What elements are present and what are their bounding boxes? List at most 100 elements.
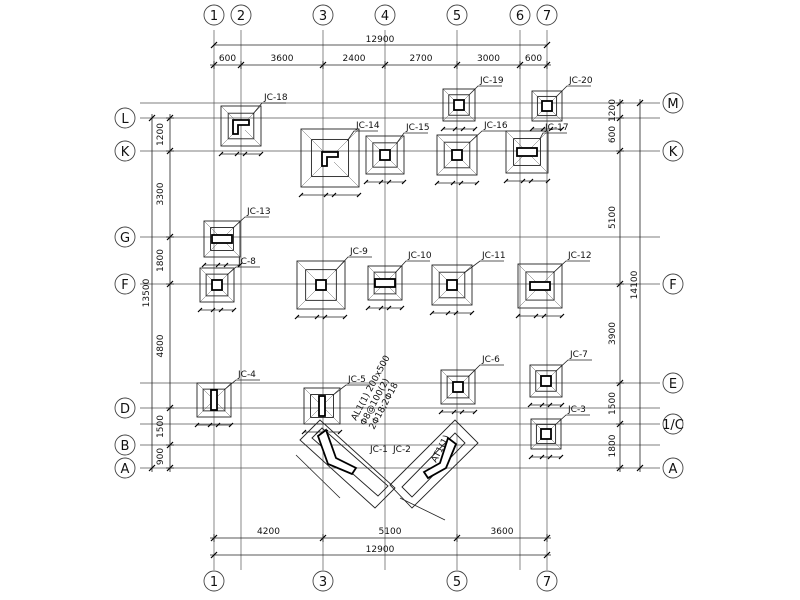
footing-dim-tick bbox=[451, 409, 457, 415]
footing-slope-line bbox=[203, 220, 219, 236]
footing-label: JC-8 bbox=[237, 257, 256, 267]
footing-dim-tick bbox=[401, 179, 407, 185]
footing-slope-line bbox=[388, 286, 403, 301]
axis-bubble-left-L-circle bbox=[114, 107, 136, 129]
footing-dim-tick bbox=[540, 126, 546, 132]
footing-dim-tick bbox=[539, 454, 545, 460]
axis-bubble-top-2: 2 bbox=[230, 4, 252, 26]
footing-dim-tick bbox=[528, 178, 534, 184]
axis-bubble-left-D-label: D bbox=[120, 402, 130, 417]
axis-bubble-top-3: 3 bbox=[312, 4, 334, 26]
dim-right-span-label: 5100 bbox=[608, 206, 618, 229]
axis-bubble-right-1-C-label: 1/C bbox=[662, 418, 684, 433]
column-rect-horizontal bbox=[529, 281, 551, 291]
dim-left-span-label: 1500 bbox=[156, 415, 166, 438]
axis-bubble-right-M-circle bbox=[662, 92, 684, 114]
footing-slope-line bbox=[455, 288, 473, 306]
axis-bubble-right-E-label: E bbox=[669, 377, 677, 392]
axis-bubble-left-F-circle bbox=[114, 273, 136, 295]
column-l-shape bbox=[321, 151, 339, 167]
column-rect-horizontal bbox=[211, 234, 233, 244]
dim-left-total-label: 13500 bbox=[142, 278, 152, 307]
axis-bubble-right-E-circle bbox=[662, 372, 684, 394]
footing-leader bbox=[552, 260, 590, 274]
footing-dim-tick bbox=[539, 402, 545, 408]
dim-bottom-span-label: 4200 bbox=[257, 527, 280, 537]
footing-slope-line bbox=[303, 387, 319, 403]
stair-dim-right bbox=[399, 497, 446, 521]
footing-jc-13: JC-13 bbox=[201, 207, 271, 268]
footing-leader bbox=[554, 414, 590, 426]
column-square bbox=[540, 375, 552, 387]
footing-jc-2: JC-2 bbox=[392, 445, 411, 455]
footing-label: JC-12 bbox=[567, 251, 592, 261]
footing-outline bbox=[196, 382, 232, 418]
footing-slope-line bbox=[296, 260, 318, 282]
axis-bubble-left-K: K bbox=[114, 140, 136, 162]
axis-bubble-bottom-7-label: 7 bbox=[543, 575, 551, 590]
axis-bubble-top-5-label: 5 bbox=[453, 9, 461, 24]
dim-top-span-label: 3000 bbox=[477, 54, 500, 64]
footing-slope-line bbox=[296, 288, 318, 310]
footing-leader bbox=[252, 102, 286, 115]
dim-tick bbox=[148, 464, 156, 472]
footing-dim-tick bbox=[298, 192, 304, 198]
axis-bubble-left-K-label: K bbox=[121, 145, 130, 160]
footing-dim-tick bbox=[331, 192, 337, 198]
footing-outline bbox=[440, 369, 476, 405]
column-rect-horizontal bbox=[516, 147, 538, 157]
axis-bubble-right-A-circle bbox=[662, 457, 684, 479]
footing-leader bbox=[396, 132, 428, 144]
footing-jc-6: JC-6 bbox=[438, 355, 504, 415]
axis-bubble-left-A-circle bbox=[114, 457, 136, 479]
footing-slope-line bbox=[549, 384, 563, 398]
axis-bubble-left-G-circle bbox=[114, 226, 136, 248]
axis-bubble-top-5: 5 bbox=[446, 4, 468, 26]
footing-dim-tick bbox=[378, 179, 384, 185]
footing-label: JC-19 bbox=[479, 76, 504, 86]
footing-dim-tick bbox=[194, 422, 200, 428]
dim-tick bbox=[148, 114, 156, 122]
stair-wall-left bbox=[316, 428, 358, 476]
footing-dim-tick bbox=[559, 313, 565, 319]
stair-dim-left bbox=[295, 454, 341, 499]
footing-slope-line bbox=[460, 158, 478, 176]
footing-dim-tick bbox=[223, 262, 229, 268]
axis-bubble-right-F-label: F bbox=[669, 278, 676, 293]
footing-dim-tick bbox=[215, 422, 221, 428]
axis-bubble-left-F-label: F bbox=[121, 278, 128, 293]
axis-bubble-right-M-label: M bbox=[667, 97, 678, 112]
axis-bubble-right-E: E bbox=[662, 372, 684, 394]
footing-leader bbox=[463, 260, 504, 274]
footing-slope-line bbox=[440, 369, 455, 384]
footing-leader bbox=[223, 379, 260, 391]
footing-label: JC-14 bbox=[355, 121, 380, 131]
dim-left-span-label: 4800 bbox=[156, 334, 166, 357]
footing-slope-line bbox=[517, 289, 537, 309]
footing-dim-tick bbox=[210, 307, 216, 313]
footing-slope-line bbox=[199, 288, 214, 303]
footing-dim-tick bbox=[474, 180, 480, 186]
footing-dim-tick bbox=[520, 178, 526, 184]
footing-jc-3: JC-3 bbox=[528, 405, 590, 460]
axis-bubble-bottom-5: 5 bbox=[446, 570, 468, 592]
axis-bubble-bottom-1-circle bbox=[203, 570, 225, 592]
footing-outline bbox=[303, 387, 341, 425]
footing-slope-line bbox=[365, 158, 382, 175]
stair-wall-right bbox=[422, 436, 458, 480]
axis-bubble-top-6-label: 6 bbox=[516, 9, 524, 24]
axis-bubble-top-7-label: 7 bbox=[543, 9, 551, 24]
footing-slope-line bbox=[529, 384, 543, 398]
axis-bubble-top-1-circle bbox=[203, 4, 225, 26]
footing-slope-line bbox=[303, 409, 319, 425]
column-square bbox=[211, 279, 223, 291]
footing-dim-tick bbox=[234, 151, 240, 157]
footing-dim-tick bbox=[356, 192, 362, 198]
footing-dim-tick bbox=[559, 126, 565, 132]
footing-leader bbox=[335, 256, 372, 271]
footing-slope-line bbox=[462, 108, 476, 122]
footing-step bbox=[446, 375, 470, 399]
footing-jc-15: JC-15 bbox=[363, 123, 430, 185]
footing-dim-tick bbox=[453, 310, 459, 316]
dim-right-span-label: 1500 bbox=[608, 392, 618, 415]
